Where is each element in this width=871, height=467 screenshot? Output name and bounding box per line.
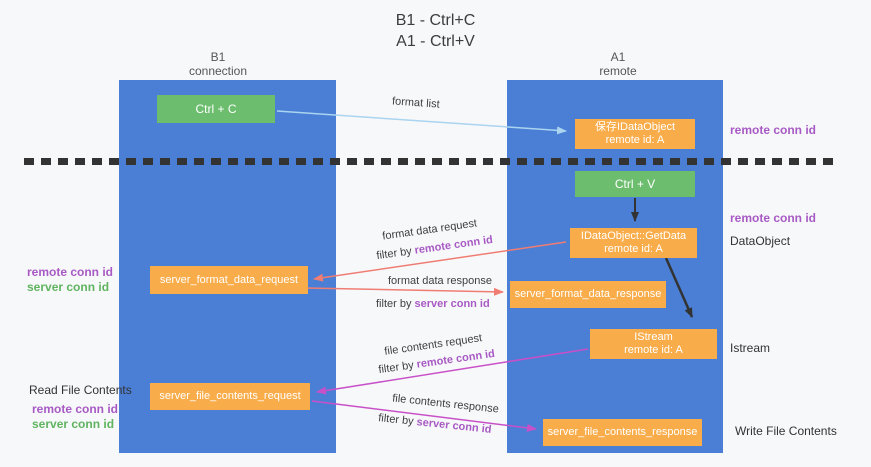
- title-line-2: A1 - Ctrl+V: [396, 33, 475, 50]
- getdata-line1: IDataObject::GetData: [580, 230, 687, 242]
- remote-conn-id-annotation-left-bottom: remote conn id: [32, 402, 119, 416]
- remote-conn-id-annotation-left-mid: remote conn id: [27, 265, 114, 279]
- server-file-contents-response-node: server_file_contents_response: [543, 419, 702, 446]
- remote-conn-id-annotation-mid: remote conn id: [730, 211, 817, 225]
- file-contents-response-filter-label: filter by server conn id: [378, 412, 492, 436]
- lifeline-b1-name: B1: [210, 50, 226, 64]
- istream-line2: remote id: A: [624, 344, 683, 356]
- istream-annotation: Istream: [730, 341, 771, 355]
- dataobject-annotation: DataObject: [730, 234, 791, 248]
- filter-by-text: filter by: [377, 412, 418, 429]
- istream-node: IStream remote id: A: [590, 329, 717, 359]
- format-data-response-label: format data response: [388, 275, 492, 287]
- remote-conn-id-key: remote conn id: [413, 233, 494, 257]
- format-data-response-filter-label: filter by server conn id: [376, 298, 490, 310]
- ctrl-c-node: Ctrl + C: [157, 95, 275, 123]
- file-contents-response-label: file contents response: [391, 392, 500, 416]
- save-dataobject-line2: remote id: A: [605, 134, 665, 146]
- copy-paste-divider-line: [24, 158, 836, 165]
- ctrl-v-node: Ctrl + V: [575, 171, 695, 197]
- lifeline-a1-name: A1: [610, 50, 626, 64]
- lifeline-b1-role: connection: [188, 64, 248, 78]
- read-file-contents-annotation: Read File Contents: [29, 383, 132, 397]
- istream-line1: IStream: [634, 331, 673, 343]
- ctrl-v-label: Ctrl + V: [614, 176, 656, 191]
- lifeline-header-b1: B1 connection: [143, 50, 293, 78]
- server-conn-id-annotation-left-mid: server conn id: [27, 280, 110, 294]
- lifeline-a1-role: remote: [599, 64, 637, 78]
- getdata-line2: remote id: A: [604, 243, 663, 255]
- server-file-contents-request-node: server_file_contents_request: [150, 383, 310, 410]
- server-conn-id-key: server conn id: [414, 298, 490, 310]
- server-format-data-request-node: server_format_data_request: [150, 266, 308, 294]
- format-list-label: format list: [391, 95, 441, 111]
- server-conn-id-key: server conn id: [415, 416, 493, 436]
- filter-by-text: filter by: [375, 244, 416, 263]
- diagram-title: B1 - Ctrl+C A1 - Ctrl+V: [0, 10, 871, 52]
- file-request-label: server_file_contents_request: [159, 390, 301, 402]
- idataobject-getdata-node: IDataObject::GetData remote id: A: [570, 228, 697, 258]
- format-request-label: server_format_data_request: [159, 273, 299, 286]
- ctrl-c-label: Ctrl + C: [195, 101, 237, 116]
- save-dataobject-node: 保存IDataObject remote id: A: [575, 119, 695, 149]
- save-dataobject-line1: 保存IDataObject: [594, 121, 676, 133]
- lifeline-header-a1: A1 remote: [543, 50, 693, 78]
- format-response-label: server_format_data_response: [514, 288, 662, 300]
- filter-by-text: filter by: [377, 358, 418, 377]
- server-conn-id-annotation-left-bottom: server conn id: [32, 417, 115, 431]
- server-format-data-response-node: server_format_data_response: [510, 281, 666, 308]
- remote-conn-id-annotation-top: remote conn id: [730, 123, 817, 137]
- file-response-label: server_file_contents_response: [547, 426, 698, 438]
- write-file-contents-annotation: Write File Contents: [735, 424, 837, 438]
- filter-by-text: filter by: [376, 298, 415, 310]
- title-line-1: B1 - Ctrl+C: [395, 12, 476, 29]
